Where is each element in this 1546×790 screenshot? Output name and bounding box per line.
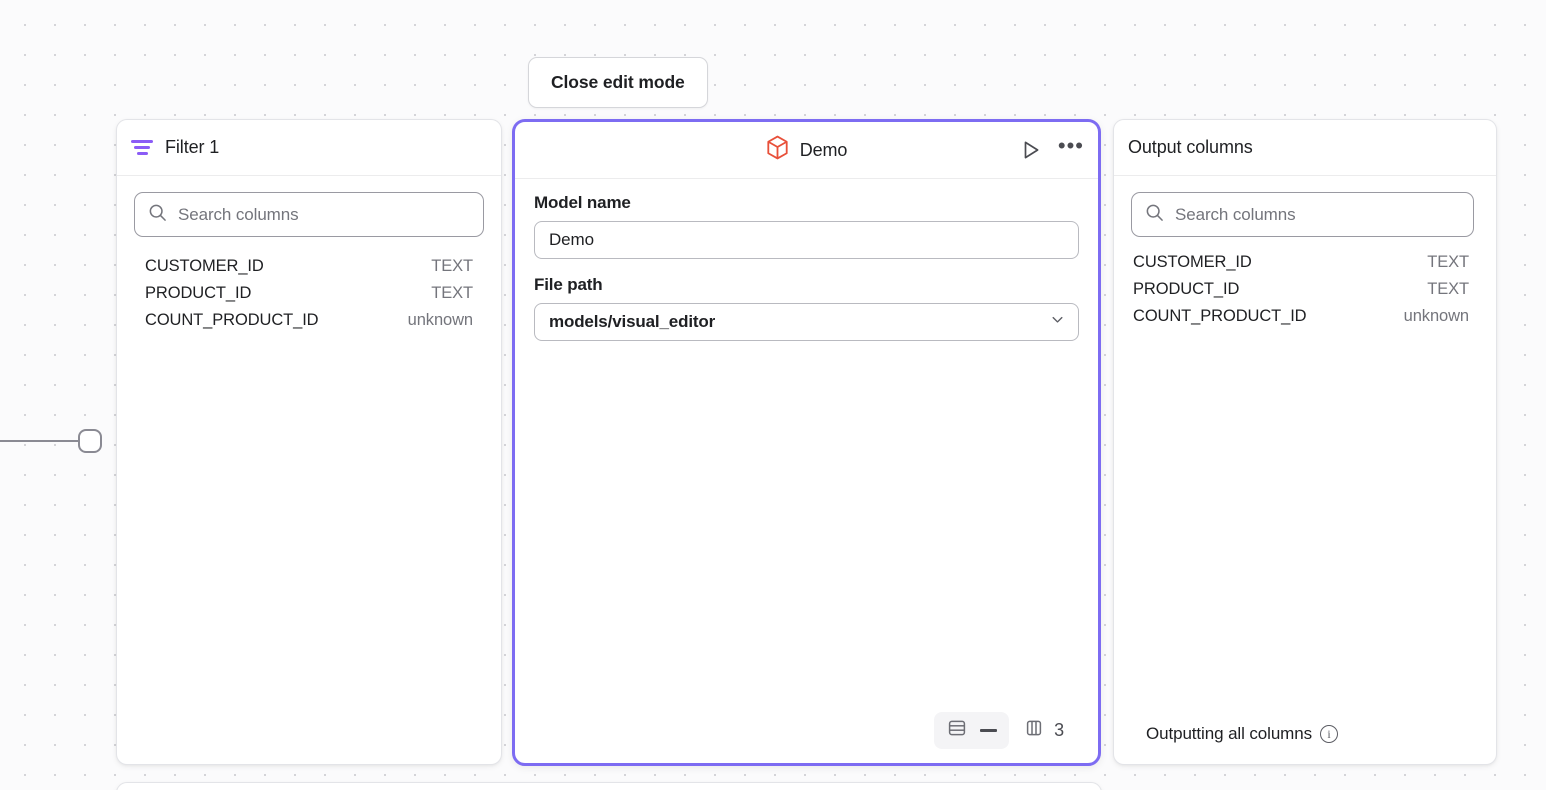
file-path-label: File path [534, 275, 603, 294]
filter-icon [131, 139, 153, 157]
column-type: TEXT [1427, 280, 1469, 298]
row-count-value [980, 729, 998, 732]
model-name-field[interactable]: Demo [534, 221, 1079, 259]
output-node-title: Output columns [1128, 137, 1253, 157]
node-filter-1[interactable]: Filter 1 Search columns CUSTOMER_ID TEXT… [116, 119, 502, 765]
column-type: unknown [407, 311, 473, 329]
column-type: TEXT [431, 284, 473, 302]
node-output-columns[interactable]: Output columns Search columns CUSTOMER_I… [1113, 119, 1497, 765]
outputting-all-columns-label: Outputting all columns [1146, 724, 1312, 743]
column-name: COUNT_PRODUCT_ID [145, 311, 319, 329]
output-node-body: Search columns CUSTOMER_ID TEXT PRODUCT_… [1114, 176, 1496, 764]
file-path-select[interactable]: models/visual_editor [534, 303, 1079, 341]
column-type: unknown [1403, 307, 1469, 325]
filter-node-body: Search columns CUSTOMER_ID TEXT PRODUCT_… [117, 176, 501, 764]
connector-edge [0, 440, 82, 442]
search-icon [1145, 203, 1164, 227]
info-icon[interactable]: i [1320, 725, 1338, 743]
output-search-placeholder: Search columns [1175, 204, 1296, 224]
table-row[interactable]: PRODUCT_ID TEXT [134, 280, 484, 307]
output-node-footer: Outputting all columns i [1131, 724, 1474, 764]
filter-search-input[interactable]: Search columns [134, 192, 484, 237]
column-name: PRODUCT_ID [1133, 280, 1240, 298]
column-name: PRODUCT_ID [145, 284, 252, 302]
output-search-input[interactable]: Search columns [1131, 192, 1474, 237]
demo-node-title: Demo [799, 139, 848, 160]
demo-node-body: Model name Demo File path models/visual_… [515, 179, 1098, 763]
filter-search-placeholder: Search columns [178, 204, 299, 224]
demo-node-header: Demo ••• [515, 122, 1098, 179]
columns-icon [1023, 717, 1045, 744]
cube-icon [766, 135, 789, 165]
close-edit-mode-button[interactable]: Close edit mode [528, 57, 708, 108]
model-name-label: Model name [534, 193, 631, 212]
search-icon [148, 203, 167, 227]
column-count-value: 3 [1054, 720, 1064, 740]
column-name: CUSTOMER_ID [1133, 253, 1252, 271]
column-type: TEXT [1427, 253, 1469, 271]
table-row[interactable]: CUSTOMER_ID TEXT [134, 253, 484, 280]
row-count-indicator[interactable] [934, 712, 1010, 749]
rows-icon [946, 717, 968, 744]
output-node-header: Output columns [1114, 120, 1496, 176]
column-name: CUSTOMER_ID [145, 257, 264, 275]
table-row[interactable]: PRODUCT_ID TEXT [1131, 276, 1474, 303]
node-below-peek[interactable] [116, 782, 1102, 790]
connector-handle[interactable] [78, 429, 102, 453]
chevron-down-icon [1050, 312, 1065, 332]
filter-column-list: CUSTOMER_ID TEXT PRODUCT_ID TEXT COUNT_P… [134, 253, 484, 334]
file-path-value: models/visual_editor [549, 312, 716, 331]
table-row[interactable]: CUSTOMER_ID TEXT [1131, 249, 1474, 276]
filter-node-header: Filter 1 [117, 120, 501, 176]
filter-node-title: Filter 1 [165, 137, 220, 157]
more-options-icon[interactable]: ••• [1057, 132, 1084, 158]
column-name: COUNT_PRODUCT_ID [1133, 307, 1307, 325]
demo-node-footer: 3 [534, 712, 1079, 763]
table-row[interactable]: COUNT_PRODUCT_ID unknown [1131, 303, 1474, 330]
column-count-indicator[interactable]: 3 [1023, 717, 1064, 744]
play-icon[interactable] [1020, 139, 1042, 161]
table-row[interactable]: COUNT_PRODUCT_ID unknown [134, 307, 484, 334]
node-demo[interactable]: Demo ••• Model name Demo File path model… [512, 119, 1101, 766]
column-type: TEXT [431, 257, 473, 275]
output-column-list: CUSTOMER_ID TEXT PRODUCT_ID TEXT COUNT_P… [1131, 249, 1474, 330]
